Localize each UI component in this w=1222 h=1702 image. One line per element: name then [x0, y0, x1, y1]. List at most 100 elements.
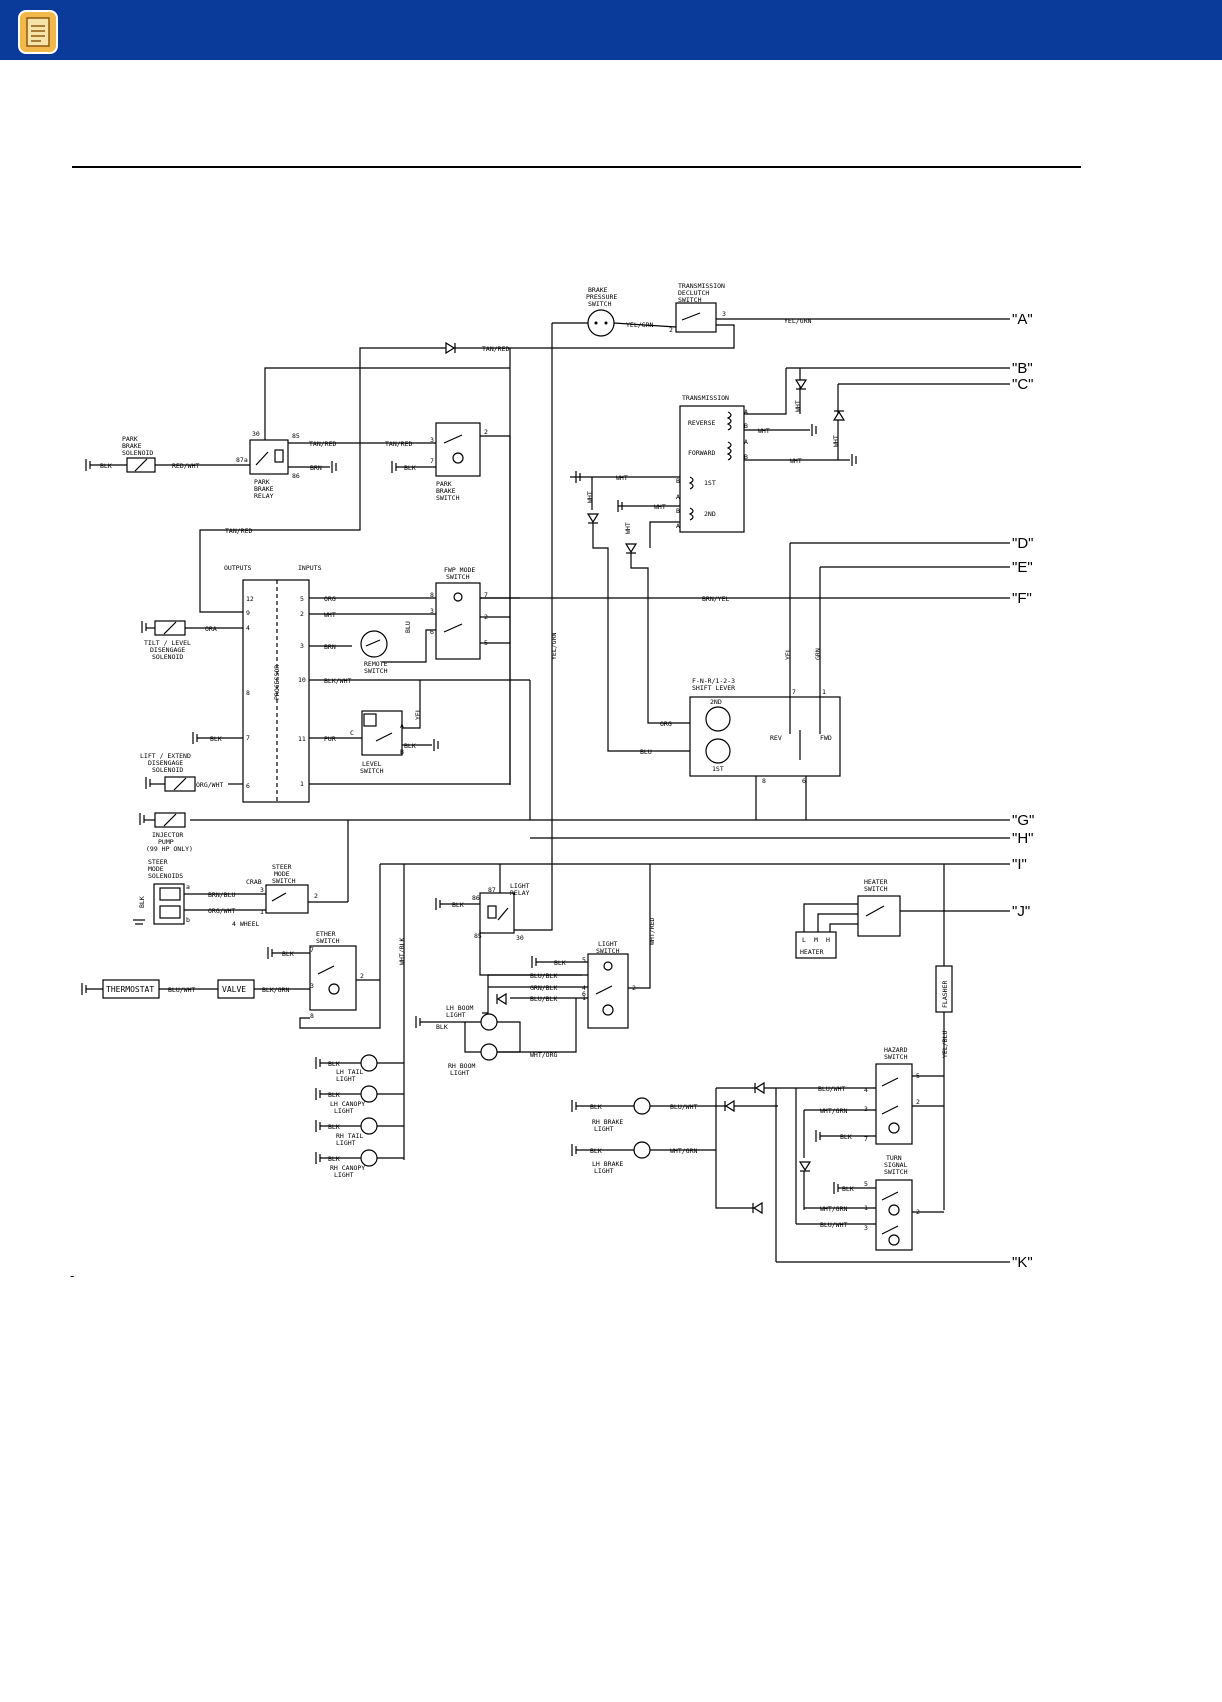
svg-text:ORG/WHT: ORG/WHT: [208, 907, 235, 915]
svg-text:HAZARD: HAZARD: [884, 1046, 908, 1054]
svg-text:10: 10: [298, 676, 306, 684]
svg-text:GRN: GRN: [814, 648, 822, 660]
svg-text:LIGHT: LIGHT: [336, 1075, 356, 1083]
svg-text:PARK: PARK: [254, 478, 270, 486]
svg-text:FWP MODE: FWP MODE: [444, 566, 475, 574]
svg-text:2: 2: [916, 1098, 920, 1106]
svg-text:85: 85: [474, 932, 482, 940]
svg-text:SWITCH: SWITCH: [436, 494, 460, 502]
svg-text:BLK: BLK: [452, 901, 464, 909]
svg-text:GRN/BLK: GRN/BLK: [530, 984, 557, 992]
svg-text:LH CANOPY: LH CANOPY: [330, 1100, 365, 1108]
svg-text:2ND: 2ND: [704, 510, 716, 518]
svg-text:LIGHT: LIGHT: [336, 1139, 356, 1147]
document-icon[interactable]: [18, 10, 58, 54]
svg-text:WHT/ORG: WHT/ORG: [530, 1051, 557, 1059]
svg-text:OUTPUTS: OUTPUTS: [224, 564, 251, 572]
svg-text:30: 30: [516, 934, 524, 942]
svg-text:BRAKE: BRAKE: [122, 442, 142, 450]
svg-text:THERMOSTAT: THERMOSTAT: [106, 985, 154, 994]
svg-text:SWITCH: SWITCH: [364, 667, 388, 675]
connector-lines: [190, 318, 1010, 1263]
svg-text:6: 6: [802, 777, 806, 785]
svg-text:BLU/WHT: BLU/WHT: [670, 1103, 697, 1111]
svg-text:WHT/GRN: WHT/GRN: [670, 1147, 697, 1155]
svg-text:BLK: BLK: [840, 1133, 852, 1141]
svg-text:LIGHT: LIGHT: [446, 1011, 466, 1019]
svg-text:BLK: BLK: [328, 1155, 340, 1163]
svg-text:BLK: BLK: [328, 1123, 340, 1131]
svg-text:85: 85: [292, 432, 300, 440]
svg-text:BLK: BLK: [554, 959, 566, 967]
svg-text:MODE: MODE: [148, 865, 164, 873]
svg-text:(99 HP ONLY): (99 HP ONLY): [146, 845, 193, 853]
svg-text:BLU: BLU: [640, 748, 652, 756]
svg-text:DISENGAGE: DISENGAGE: [150, 646, 185, 654]
svg-text:C: C: [350, 729, 354, 737]
svg-text:VALVE: VALVE: [222, 985, 246, 994]
transmission-block: TRANSMISSION REVERSE FORWARD 1ST 2ND ABA…: [676, 394, 748, 533]
svg-text:PARK: PARK: [436, 480, 452, 488]
svg-text:A: A: [400, 722, 404, 730]
svg-text:YEL/BLU: YEL/BLU: [941, 1031, 949, 1058]
svg-text:3: 3: [722, 310, 726, 318]
svg-text:BLK: BLK: [100, 462, 112, 470]
svg-text:B: B: [676, 477, 680, 485]
svg-text:5: 5: [864, 1180, 868, 1188]
svg-text:L: L: [802, 936, 806, 944]
svg-text:HEATER: HEATER: [864, 878, 888, 886]
header-divider: [72, 166, 1081, 168]
svg-text:TURN: TURN: [886, 1154, 902, 1162]
svg-text:2: 2: [360, 972, 364, 980]
svg-text:INPUTS: INPUTS: [298, 564, 322, 572]
svg-text:2: 2: [669, 326, 673, 334]
svg-text:WHT: WHT: [654, 503, 666, 511]
svg-text:TAN/RED: TAN/RED: [225, 527, 252, 535]
connector-h: "H": [1012, 830, 1033, 847]
svg-text:FORWARD: FORWARD: [688, 449, 715, 457]
svg-text:1: 1: [822, 688, 826, 696]
svg-text:4: 4: [864, 1086, 868, 1094]
svg-text:4: 4: [582, 984, 586, 992]
svg-text:4 WHEEL: 4 WHEEL: [232, 920, 259, 928]
svg-text:TAN/RED: TAN/RED: [309, 440, 336, 448]
svg-text:B: B: [400, 748, 404, 756]
connector-e: "E": [1012, 559, 1033, 576]
svg-text:7: 7: [484, 591, 488, 599]
svg-text:YEL/GRN: YEL/GRN: [784, 317, 811, 325]
svg-text:BRN: BRN: [324, 643, 336, 651]
svg-text:SOLENOID: SOLENOID: [152, 653, 183, 661]
svg-text:3: 3: [310, 982, 314, 990]
svg-text:DECLUTCH: DECLUTCH: [678, 289, 709, 297]
svg-text:LH BRAKE: LH BRAKE: [592, 1160, 623, 1168]
svg-text:ETHER: ETHER: [316, 930, 336, 938]
svg-text:B: B: [676, 507, 680, 515]
svg-text:30: 30: [252, 430, 260, 438]
svg-text:LIGHT: LIGHT: [334, 1107, 354, 1115]
svg-text:BRN/YEL: BRN/YEL: [702, 595, 729, 603]
svg-text:BLU/WHT: BLU/WHT: [818, 1085, 845, 1093]
svg-text:YEL/GRN: YEL/GRN: [550, 633, 558, 660]
svg-text:ORG: ORG: [660, 720, 672, 728]
svg-text:12: 12: [246, 595, 254, 603]
svg-text:SWITCH: SWITCH: [884, 1053, 908, 1061]
svg-text:1: 1: [260, 908, 264, 916]
svg-text:4: 4: [246, 624, 250, 632]
svg-text:F-N-R/1-2-3: F-N-R/1-2-3: [692, 677, 735, 685]
svg-text:TAN/RED: TAN/RED: [482, 345, 509, 353]
svg-text:87a: 87a: [236, 456, 248, 464]
svg-text:LEVEL: LEVEL: [362, 760, 382, 768]
svg-text:LIGHT: LIGHT: [510, 882, 530, 890]
flasher: FLASHER: [935, 965, 953, 1013]
